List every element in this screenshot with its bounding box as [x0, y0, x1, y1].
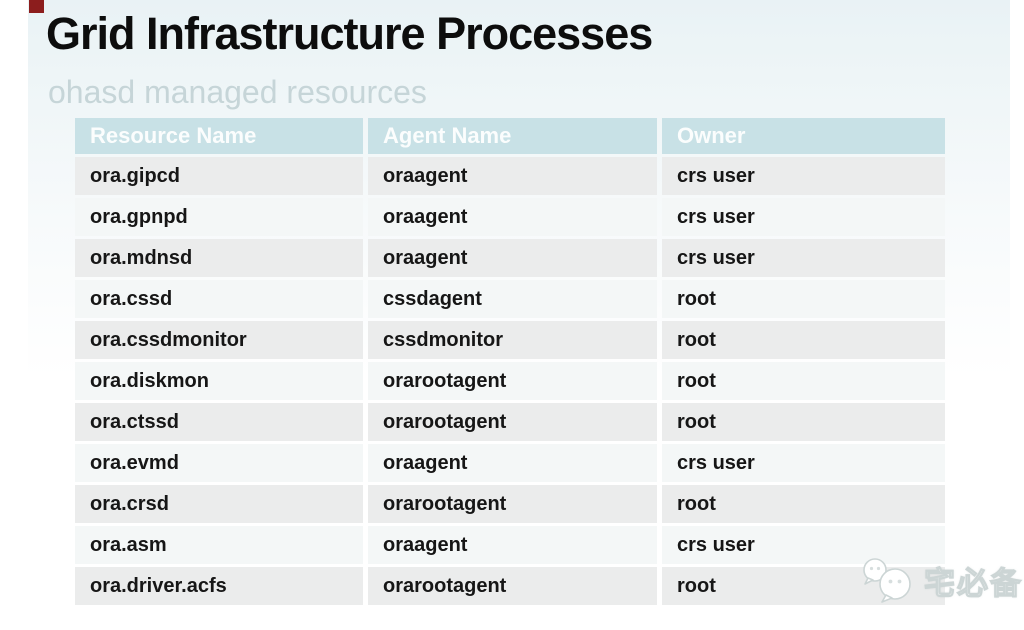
cell-resource-name: ora.cssd [75, 280, 363, 318]
cell-agent-name: oraagent [368, 239, 657, 277]
watermark-text: 宅必备 [923, 565, 1023, 601]
cell-owner: root [662, 362, 945, 400]
table-row: ora.gipcd oraagent crs user [75, 157, 945, 195]
cell-resource-name: ora.ctssd [75, 403, 363, 441]
table-row: ora.evmd oraagent crs user [75, 444, 945, 482]
cell-owner: crs user [662, 444, 945, 482]
cell-agent-name: cssdagent [368, 280, 657, 318]
table-row: ora.ctssd orarootagent root [75, 403, 945, 441]
column-header-agent-name: Agent Name [368, 118, 657, 154]
cell-resource-name: ora.mdnsd [75, 239, 363, 277]
cell-owner: root [662, 321, 945, 359]
cell-agent-name: orarootagent [368, 362, 657, 400]
cell-owner: crs user [662, 198, 945, 236]
cell-resource-name: ora.crsd [75, 485, 363, 523]
column-header-resource-name: Resource Name [75, 118, 363, 154]
cell-resource-name: ora.gpnpd [75, 198, 363, 236]
cell-agent-name: oraagent [368, 157, 657, 195]
cell-agent-name: cssdmonitor [368, 321, 657, 359]
cell-owner: crs user [662, 157, 945, 195]
cell-owner: root [662, 485, 945, 523]
table-header-row: Resource Name Agent Name Owner [75, 118, 945, 154]
table-row: ora.gpnpd oraagent crs user [75, 198, 945, 236]
watermark: 宅必备 [858, 556, 1023, 604]
cell-resource-name: ora.asm [75, 526, 363, 564]
table-body: ora.gipcd oraagent crs user ora.gpnpd or… [75, 157, 945, 605]
cell-resource-name: ora.driver.acfs [75, 567, 363, 605]
cell-agent-name: orarootagent [368, 567, 657, 605]
cell-resource-name: ora.evmd [75, 444, 363, 482]
column-header-owner: Owner [662, 118, 945, 154]
page-subtitle: ohasd managed resources [48, 74, 427, 110]
chat-bubbles-icon [858, 556, 920, 604]
cell-owner: root [662, 280, 945, 318]
page-title: Grid Infrastructure Processes [46, 8, 653, 59]
cell-resource-name: ora.gipcd [75, 157, 363, 195]
cell-resource-name: ora.cssdmonitor [75, 321, 363, 359]
table-row: ora.asm oraagent crs user [75, 526, 945, 564]
table-row: ora.cssd cssdagent root [75, 280, 945, 318]
table-row: ora.diskmon orarootagent root [75, 362, 945, 400]
cell-owner: root [662, 403, 945, 441]
cell-resource-name: ora.diskmon [75, 362, 363, 400]
cell-agent-name: oraagent [368, 444, 657, 482]
cell-agent-name: oraagent [368, 198, 657, 236]
corner-accent-mark [29, 0, 44, 13]
cell-agent-name: orarootagent [368, 403, 657, 441]
table-row: ora.mdnsd oraagent crs user [75, 239, 945, 277]
table-row: ora.crsd orarootagent root [75, 485, 945, 523]
cell-agent-name: orarootagent [368, 485, 657, 523]
table-row: ora.driver.acfs orarootagent root [75, 567, 945, 605]
table-row: ora.cssdmonitor cssdmonitor root [75, 321, 945, 359]
cell-owner: crs user [662, 239, 945, 277]
cell-owner: crs user [662, 526, 945, 564]
resources-table: Resource Name Agent Name Owner ora.gipcd… [75, 118, 945, 608]
cell-agent-name: oraagent [368, 526, 657, 564]
